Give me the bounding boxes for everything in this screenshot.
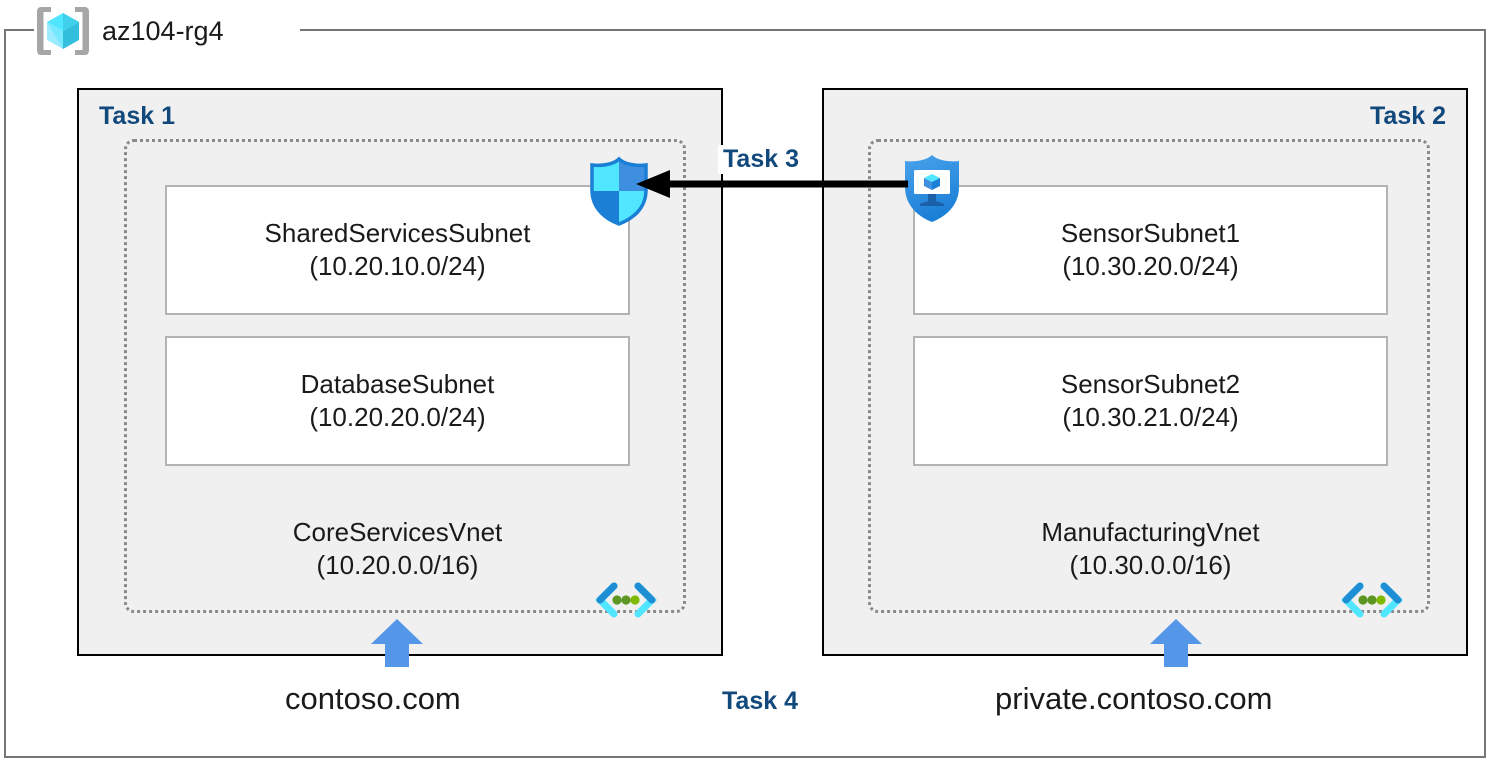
virtual-network-icon: [592, 578, 660, 622]
resource-group-name: az104-rg4: [102, 15, 224, 46]
subnet-name: SensorSubnet1: [1060, 217, 1241, 248]
resource-group-title: az104-rg4: [34, 0, 300, 62]
task2-label: Task 2: [1370, 102, 1446, 130]
dns-link-up-arrow-icon: [1150, 619, 1202, 667]
subnet-name: DatabaseSubnet: [300, 368, 495, 399]
task1-label: Task 1: [99, 102, 175, 130]
vnet-label-manufacturing: ManufacturingVnet (10.30.0.0/16): [913, 516, 1388, 583]
task4-label: Task 4: [722, 687, 798, 715]
resource-group-cube-icon: [34, 4, 92, 58]
subnet-sensor1: SensorSubnet1 (10.30.20.0/24): [913, 185, 1388, 315]
subnet-name: SharedServicesSubnet: [264, 217, 531, 248]
subnet-name: SensorSubnet2: [1060, 368, 1241, 399]
vnet-label-coreservices: CoreServicesVnet (10.20.0.0/16): [165, 516, 630, 583]
vnet-container-coreservices: [124, 139, 686, 613]
resource-group-frame: [4, 29, 1486, 758]
dns-link-up-arrow-icon: [371, 619, 423, 667]
vnet-cidr: (10.30.0.0/16): [1069, 550, 1232, 581]
subnet-database: DatabaseSubnet (10.20.20.0/24): [165, 336, 630, 466]
vnet-name: ManufacturingVnet: [1041, 517, 1260, 547]
subnet-sensor2: SensorSubnet2 (10.30.21.0/24): [913, 336, 1388, 466]
subnet-cidr: (10.30.21.0/24): [1062, 402, 1239, 432]
subnet-cidr: (10.20.10.0/24): [309, 251, 486, 281]
dns-zone-label-private-contoso: private.contoso.com: [995, 681, 1273, 716]
vnet-cidr: (10.20.0.0/16): [316, 550, 479, 581]
subnet-sharedservices: SharedServicesSubnet (10.20.10.0/24): [165, 185, 630, 315]
vm-protection-shield-icon: [898, 152, 966, 224]
task3-label: Task 3: [718, 145, 804, 174]
peering-arrow-left-icon: [636, 169, 908, 199]
vnet-name: CoreServicesVnet: [292, 517, 503, 547]
dns-zone-label-contoso: contoso.com: [285, 681, 461, 716]
subnet-cidr: (10.30.20.0/24): [1062, 251, 1239, 281]
virtual-network-icon: [1338, 578, 1406, 622]
vnet-container-manufacturing: [868, 139, 1430, 613]
subnet-cidr: (10.20.20.0/24): [309, 402, 486, 432]
